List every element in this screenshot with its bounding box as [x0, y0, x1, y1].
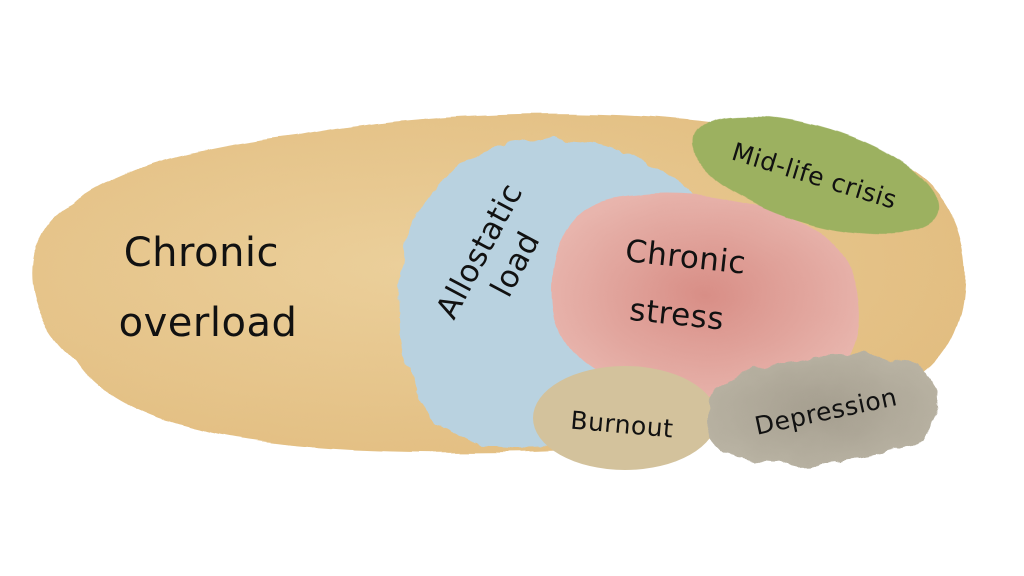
depression-shape	[706, 354, 938, 465]
burnout-region: Burnout	[533, 366, 717, 470]
mid-life-crisis-shape	[691, 115, 939, 235]
burnout-shape	[533, 366, 717, 470]
chronic-overload-label: Chronic overload	[119, 230, 298, 346]
chronic-stress-shape	[552, 193, 860, 397]
chronic-stress-label: Chronic stress	[617, 233, 758, 340]
mid-life-crisis-region: Mid-life crisis	[691, 115, 939, 235]
chronic-stress-region: Chronic stress	[552, 193, 860, 397]
depression-region: Depression	[706, 354, 938, 465]
